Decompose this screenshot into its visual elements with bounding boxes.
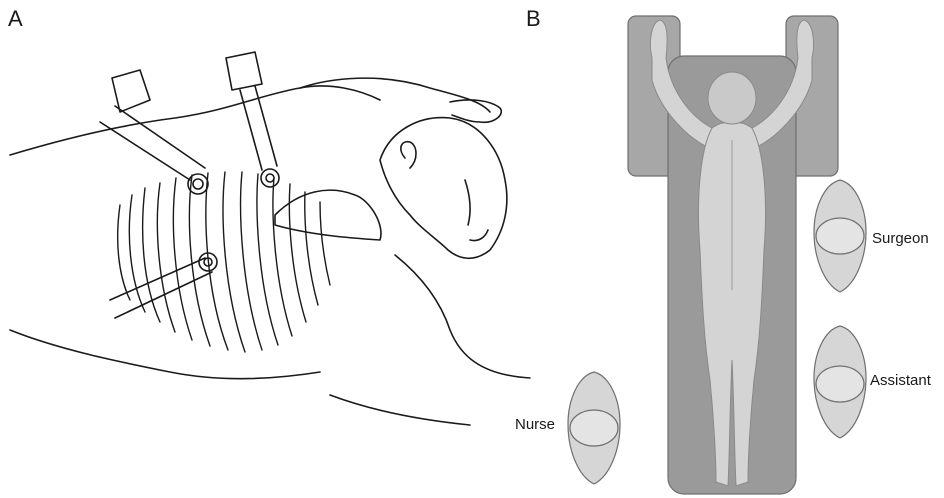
assistant-label: Assistant	[870, 372, 931, 389]
torso-lower-outline	[10, 330, 320, 379]
table-edge-a	[330, 395, 470, 425]
back-lower-outline	[395, 255, 530, 378]
instrument-upper-right	[226, 52, 279, 187]
panel-label-a: A	[8, 6, 23, 32]
panel-a-illustration	[10, 52, 530, 425]
nurse-position	[568, 372, 620, 484]
instrument-upper-left	[100, 70, 208, 194]
face-outline	[465, 180, 488, 241]
rib-cage	[118, 172, 330, 352]
panel-b-illustration	[568, 16, 866, 494]
surgeon-label: Surgeon	[872, 230, 929, 247]
ear-outline	[401, 142, 416, 168]
nurse-label: Nurse	[515, 416, 555, 433]
raised-arm-outline	[300, 78, 490, 112]
head-outline	[380, 118, 507, 259]
surgeon-position	[814, 180, 866, 292]
torso-upper-outline	[10, 86, 380, 155]
assistant-position	[814, 326, 866, 438]
panel-label-b: B	[526, 6, 541, 32]
